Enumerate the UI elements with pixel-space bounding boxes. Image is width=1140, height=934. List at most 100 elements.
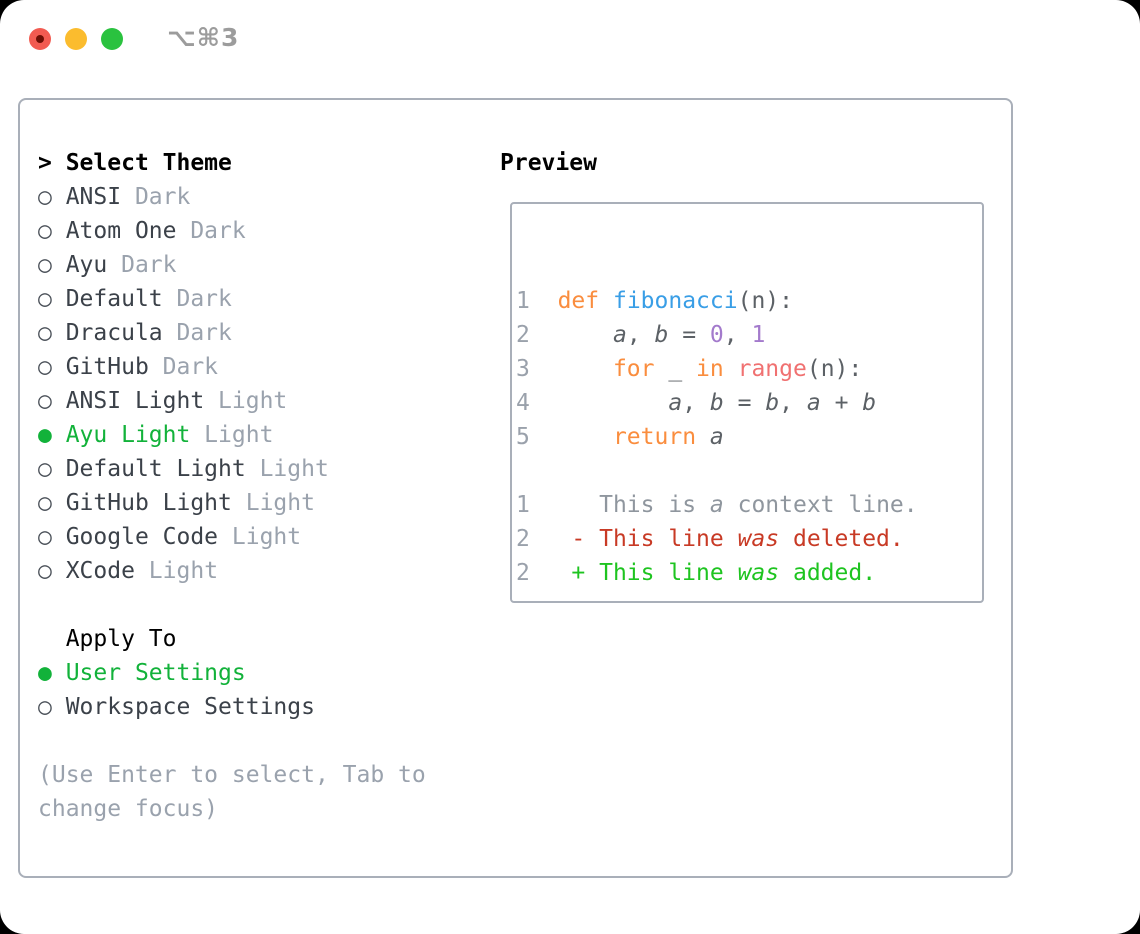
code-token: fibonacci: [612, 288, 738, 314]
radio-unselected-icon: ○: [38, 490, 66, 516]
diff-context-line: 1 This is a context line.: [516, 488, 982, 522]
help-text-line-1: (Use Enter to select, Tab to: [38, 758, 426, 792]
code-token: was: [737, 526, 780, 552]
code-token: [724, 356, 738, 382]
diff-deleted-line: 2 - This line was deleted.: [516, 522, 982, 556]
code-token: a: [612, 322, 627, 348]
code-token: b: [709, 390, 724, 416]
theme-option-variant: Light: [204, 388, 288, 414]
code-token: added.: [779, 560, 877, 586]
theme-option-github-light-light[interactable]: ○ GitHub Light Light: [38, 486, 426, 520]
theme-option-ayu-dark[interactable]: ○ Ayu Dark: [38, 248, 426, 282]
theme-option-ayu-light-light[interactable]: ● Ayu Light Light: [38, 418, 426, 452]
theme-option-label: Atom One: [65, 218, 177, 244]
radio-unselected-icon: ○: [38, 354, 66, 380]
code-token: [530, 390, 668, 416]
code-token: 1: [516, 288, 530, 314]
code-token: a: [709, 424, 724, 450]
indent: [38, 626, 66, 652]
code-token: [530, 492, 599, 518]
theme-option-ansi-dark[interactable]: ○ ANSI Dark: [38, 180, 426, 214]
maximize-button[interactable]: [101, 28, 123, 50]
theme-option-label: Default Light: [65, 456, 246, 482]
code-token: 0: [709, 322, 724, 348]
theme-option-label: ANSI: [65, 184, 122, 210]
theme-option-variant: Dark: [162, 286, 232, 312]
radio-unselected-icon: ○: [38, 524, 66, 550]
code-line-5: 5 return a: [516, 420, 982, 454]
radio-unselected-icon: ○: [38, 286, 66, 312]
theme-option-default-dark[interactable]: ○ Default Dark: [38, 282, 426, 316]
code-token: [599, 288, 613, 314]
theme-option-dracula-dark[interactable]: ○ Dracula Dark: [38, 316, 426, 350]
theme-section-header: > Select Theme: [38, 146, 426, 180]
theme-option-variant: Light: [134, 558, 219, 584]
code-token: def: [557, 288, 600, 314]
code-token: a: [668, 390, 683, 416]
theme-option-variant: Dark: [162, 320, 232, 346]
radio-unselected-icon: ○: [38, 558, 66, 584]
code-token: 4: [516, 390, 530, 416]
spacer-row: [38, 588, 426, 622]
code-token: =: [723, 390, 766, 416]
radio-unselected-icon: ○: [38, 184, 66, 210]
code-token: 5: [516, 424, 530, 450]
theme-option-variant: Dark: [107, 252, 177, 278]
blank-line: [516, 250, 982, 284]
help-text: change focus): [38, 796, 219, 822]
apply-to-header: Apply To: [38, 622, 426, 656]
theme-option-default-light-light[interactable]: ○ Default Light Light: [38, 452, 426, 486]
apply-option-user-settings[interactable]: ● User Settings: [38, 656, 426, 690]
minimize-button[interactable]: [65, 28, 87, 50]
apply-option-workspace-settings[interactable]: ○ Workspace Settings: [38, 690, 426, 724]
code-token: - This line: [571, 526, 738, 552]
blank-line: [516, 454, 982, 488]
code-token: a: [709, 492, 724, 518]
code-token: ,: [626, 322, 655, 348]
code-token: 1: [516, 492, 530, 518]
theme-option-variant: Dark: [176, 218, 246, 244]
theme-selector-column: > Select Theme○ ANSI Dark○ Atom One Dark…: [38, 146, 426, 826]
theme-option-label: Google Code: [65, 524, 219, 550]
code-token: This is: [599, 492, 710, 518]
radio-unselected-icon: ○: [38, 218, 66, 244]
theme-option-atom-one-dark[interactable]: ○ Atom One Dark: [38, 214, 426, 248]
code-token: ,: [723, 322, 752, 348]
code-token: [530, 356, 613, 382]
diff-added-line: 2 + This line was added.: [516, 556, 982, 590]
theme-option-google-code-light[interactable]: ○ Google Code Light: [38, 520, 426, 554]
code-token: (n):: [806, 356, 863, 382]
theme-option-github-dark[interactable]: ○ GitHub Dark: [38, 350, 426, 384]
preview-column: Preview 1 def fibonacci(n):2 a, b = 0, 1…: [500, 146, 984, 603]
focus-marker-icon: >: [38, 150, 66, 176]
code-token: in: [696, 356, 724, 382]
help-text: (Use Enter to select, Tab to: [38, 762, 426, 788]
code-token: +: [820, 390, 863, 416]
code-token: 2: [516, 526, 530, 552]
code-token: return: [612, 424, 697, 450]
radio-selected-icon: ●: [38, 660, 66, 686]
code-token: [530, 322, 613, 348]
theme-option-label: Ayu: [65, 252, 108, 278]
code-token: [530, 288, 558, 314]
theme-option-variant: Dark: [148, 354, 219, 380]
code-token: was: [737, 560, 780, 586]
radio-unselected-icon: ○: [38, 320, 66, 346]
main-panel: > Select Theme○ ANSI Dark○ Atom One Dark…: [18, 98, 1013, 878]
code-token: + This line: [571, 560, 738, 586]
theme-option-ansi-light-light[interactable]: ○ ANSI Light Light: [38, 384, 426, 418]
apply-option-label: User Settings: [65, 660, 246, 686]
code-token: 2: [516, 322, 530, 348]
code-line-1: 1 def fibonacci(n):: [516, 284, 982, 318]
theme-option-label: GitHub: [65, 354, 149, 380]
code-token: deleted.: [779, 526, 904, 552]
close-button[interactable]: [29, 28, 51, 50]
theme-option-xcode-light[interactable]: ○ XCode Light: [38, 554, 426, 588]
radio-unselected-icon: ○: [38, 694, 66, 720]
code-token: range: [737, 356, 807, 382]
code-token: 1: [751, 322, 766, 348]
code-token: context line.: [723, 492, 918, 518]
theme-option-variant: Light: [245, 456, 329, 482]
